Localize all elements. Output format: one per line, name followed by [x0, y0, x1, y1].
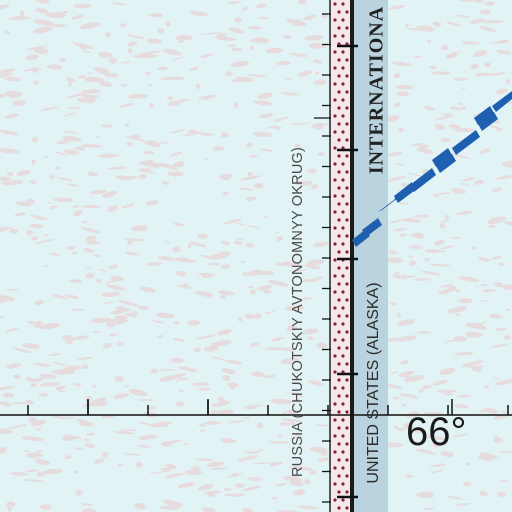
international-date-line-label-text: INTERNATIONA [365, 5, 388, 175]
route-line [352, 91, 512, 247]
longitude-ticks [314, 13, 358, 503]
date-line-band [352, 0, 388, 512]
boundary-band [330, 0, 352, 512]
us-alaska-label-text: UNITED STATES (ALASKA) [365, 282, 382, 484]
russia-label-text: RUSSIA (CHUKOTSKIY AVTONOMNYY OKRUG) [290, 146, 306, 478]
boundary-dots [333, 2, 349, 510]
latitude-label: 66° [406, 410, 467, 454]
